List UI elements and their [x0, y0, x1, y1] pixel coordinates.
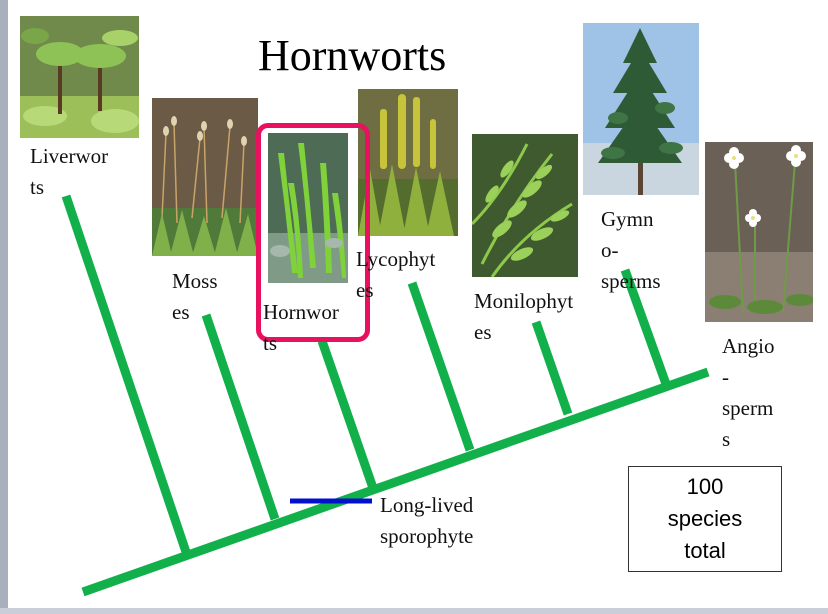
label-mosses: Moss es: [172, 269, 218, 324]
branch-liverworts: [61, 194, 191, 554]
angiosperms-photo: [705, 142, 813, 322]
lycophytes-photo: [358, 89, 458, 236]
slide-bottom-border: [0, 608, 828, 614]
slide-title: Hornworts: [258, 31, 447, 80]
branch-gymnosperms: [620, 268, 671, 386]
slide-left-border: [0, 0, 8, 614]
mosses-photo: [152, 98, 258, 256]
label-gymnosperms: Gymn o- sperms: [601, 207, 661, 293]
gymnosperms-photo: [583, 23, 699, 195]
branch-mosses: [201, 313, 280, 521]
branch-lycophytes: [407, 281, 475, 452]
hornworts-photo: [268, 133, 348, 283]
label-monilophytes: Monilophyt es: [474, 289, 574, 344]
branch-hornworts: [317, 339, 378, 490]
tree-trunk: [81, 367, 710, 597]
species-count-box: 100 species total: [628, 466, 782, 572]
label-hornworts: Hornwor ts: [263, 300, 339, 355]
label-angiosperms: Angio - sperm s: [722, 334, 775, 451]
branch-monilophytes: [531, 320, 573, 416]
trait-marker-label: Long-lived sporophyte: [380, 493, 474, 548]
label-liverworts: Liverwor ts: [30, 144, 109, 199]
hornworts-highlight-box: [256, 123, 370, 342]
liverworts-photo: [20, 16, 139, 138]
label-lycophytes: Lycophyt es: [356, 247, 436, 302]
monilophytes-photo: [472, 134, 578, 277]
